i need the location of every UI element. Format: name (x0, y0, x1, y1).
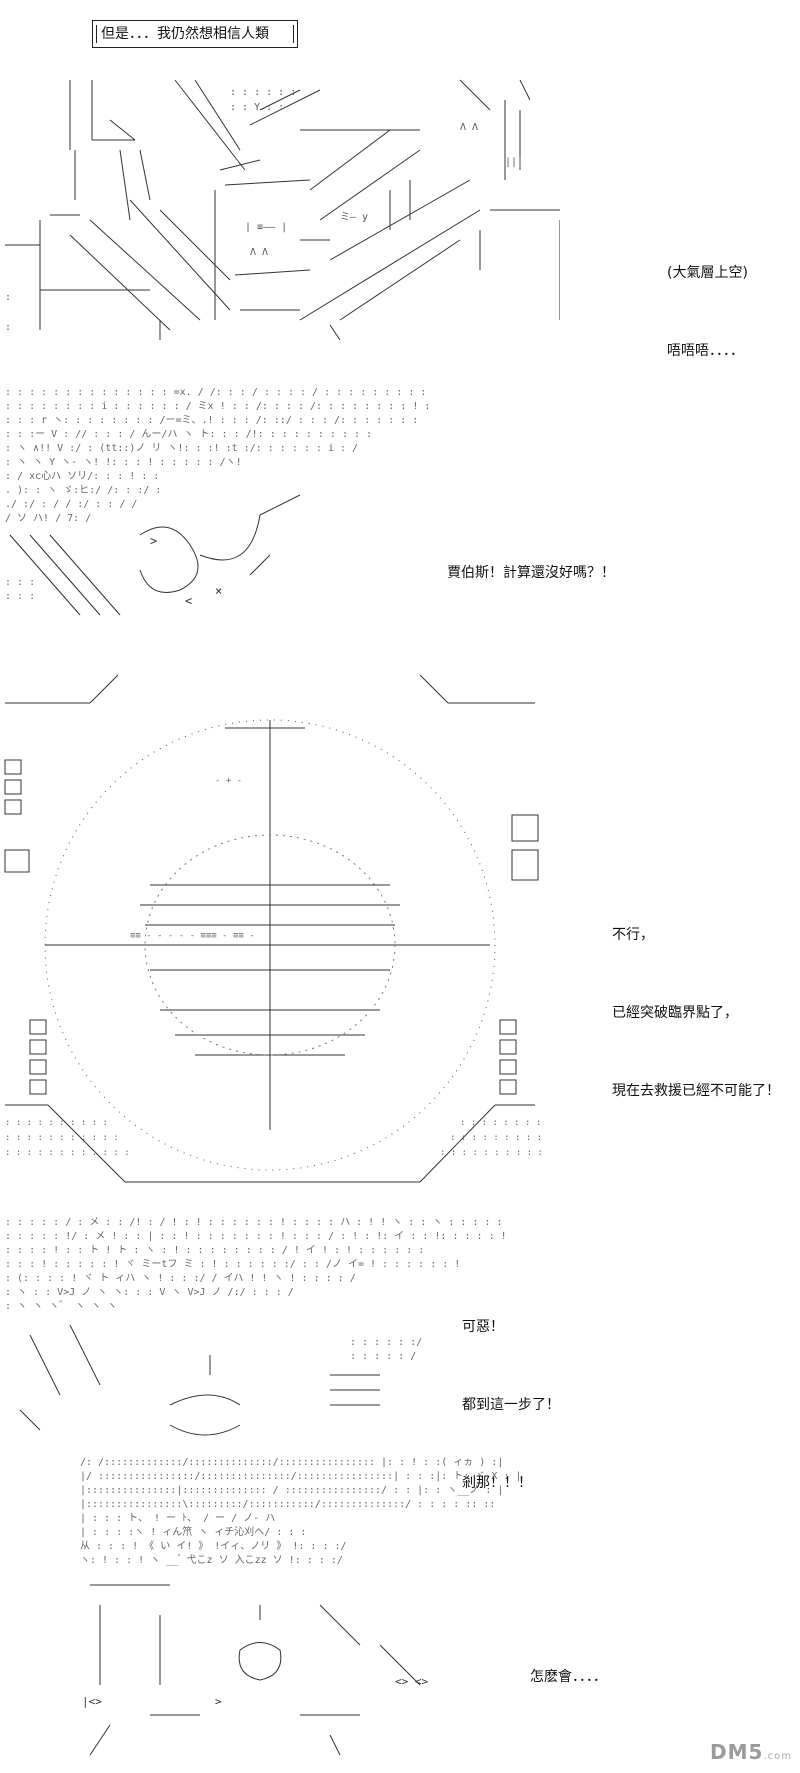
svg-text:| : : : ト、 ! ー ﾄ、 / ー: | : : : ト、 ! ー ﾄ、 / ー / ノ- ハ (80, 1513, 275, 1524)
scope-ascii-art: : : : : : : : : : : : : : : : : : : : : … (4, 674, 543, 1183)
svg-text:|::::::::::::::::\:::::::::/::: |::::::::::::::::\:::::::::/:::::::::::/… (80, 1499, 495, 1510)
dialogue-line: (大氣層上空) (667, 265, 748, 281)
panel-anger-art: : : : : : / : メ : : /! : / ! : ! : : : :… (0, 1215, 560, 1445)
svg-text:Λ Λ: Λ Λ (460, 122, 478, 133)
panel-sky-art: : : : : : : : : Y : : | ≡—— | Λ Λ Λ Λ ||… (0, 70, 560, 340)
svg-text:|||: ||| (505, 157, 523, 168)
svg-text:: : : : : : : : i : : : : : :: : : : : : : : : i : : : : : : / ミx ! : :… (5, 401, 430, 412)
svg-text:/ ソ ハ! / 7:: / ソ ハ! / 7: / (5, 513, 91, 524)
svg-text:: ヽ ヽ Y ヽ- ヽ!: : ヽ ヽ Y ヽ- ヽ! !: : : ! : : : : : /ヽ! (5, 457, 242, 468)
svg-text:/: /:::::::::::::/::::::::::::: /: /:::::::::::::/::::::::::::::/:::::::… (80, 1457, 503, 1468)
svg-text:| : : : :ヽ ! ィん笊 ヽ: | : : : :ヽ ! ィん笊 ヽ ィチ沁刈ヘ/ : : : (80, 1525, 306, 1538)
anger-ascii-art: : : : : : / : メ : : /! : / ! : ! : : : :… (5, 1217, 507, 1436)
dialogue-line: 現在去救援已經不可能了！ (612, 1083, 780, 1099)
shock-ascii-art: /: /:::::::::::::/::::::::::::::/:::::::… (80, 1457, 521, 1756)
dialogue-line: 唔唔唔．．．． (667, 343, 744, 359)
svg-text:: : :ー V : // : : : / んー/ハ ヽ ト: : : :ー V : // : : : / んー/ハ ヽ ト: : : /!: … (5, 428, 372, 440)
svg-text:: ヽ ヽ ヽ゛ ヽ ヽ ヽ: : ヽ ヽ ヽ゛ ヽ ヽ ヽ (5, 1300, 117, 1312)
svg-text:>: > (150, 534, 157, 548)
svg-text:: : : : : : : : : :: : : : : : : : : : : (440, 1148, 543, 1158)
panel-scope-art: : : : : : : : : : : : : : : : : : : : : … (0, 670, 560, 1190)
dialogue-line: 剎那！！！ (462, 1475, 532, 1491)
svg-text:≡≡ - - - - - ≡≡≡ - ≡≡ -: ≡≡ - - - - - ≡≡≡ - ≡≡ - (130, 931, 255, 941)
svg-text:: (: : : : ! ヾ ト ィハ ヽ ! : : :: : (: : : : ! ヾ ト ィハ ヽ ! : : :/ / イハ ! ! … (5, 1273, 356, 1284)
svg-text:>: > (215, 1695, 222, 1708)
sky-ascii-art: : : : : : : : : Y : : | ≡—— | Λ Λ Λ Λ ||… (5, 79, 560, 340)
dialogue-line: 都到這一步了！ (462, 1397, 560, 1413)
svg-text:: : : : : : : :: : : : : : : : : (460, 1118, 541, 1128)
watermark-text: DM5 (710, 1740, 764, 1764)
panel-cry-art: : : : : : : : : : : : : : : =x. / /: : :… (0, 385, 560, 625)
dialogue-line: 可惡！ (462, 1319, 504, 1335)
dialogue-line: 已經突破臨界點了， (612, 1005, 738, 1021)
svg-text:: : : : ! : : ト ! ト : ヽ : !: : : : : ! : : ト ! ト : ヽ : ! : : : : : : … (5, 1245, 424, 1256)
dialogue-line: 賈伯斯！計算還沒好嗎？！ (447, 565, 615, 581)
page-title: 但是．．．我仍然想相信人類 (92, 20, 298, 48)
svg-text:. ): : ヽ ゞ:ヒ:/ /:: . ): : ヽ ゞ:ヒ:/ /: : :/ : (5, 484, 161, 496)
svg-text:<> <>: <> <> (395, 1675, 428, 1688)
svg-text:: / xc心ハ ソリ/: :: : / xc心ハ ソリ/: : : ! : : (5, 470, 159, 482)
dialogue-line: 怎麽會．．．． (530, 1669, 607, 1685)
svg-text:: : : : : / : メ : : /! : / !: : : : : : / : メ : : /! : / ! : ! : : : :… (5, 1217, 503, 1228)
svg-text:: : : ! : : : : : ! ヾ ミーtフ ミ :: : : : ! : : : : : ! ヾ ミーtフ ミ : ! : : : :… (5, 1259, 460, 1270)
svg-text:|:::::::::::::::|:::::::::::::: |:::::::::::::::|:::::::::::::: / ::::::… (80, 1485, 503, 1496)
svg-text:| ≡—— |: | ≡—— | (245, 222, 287, 233)
svg-text:|<>: |<> (82, 1695, 102, 1708)
svg-text:: : : : : /: : : : : : / (350, 1351, 416, 1362)
svg-text:: : : : : : : : : : : : : : =x: : : : : : : : : : : : : : : =x. / /: : :… (5, 387, 426, 398)
dialogue-line: 不行， (612, 927, 654, 943)
svg-text:- + -: - + - (215, 776, 242, 786)
svg-text:: : : : : !/ : メ ! : : | : :: : : : : : !/ : メ ! : : | : : ! : : : : :… (5, 1231, 507, 1242)
svg-text:: : : : : : : : : : :: : : : : : : : : : : : (5, 1133, 119, 1143)
svg-text:Λ Λ: Λ Λ (250, 247, 268, 258)
dialogue-scope: 不行， 已經突破臨界點了， 現在去救援已經不可能了！ (612, 870, 780, 1130)
watermark-suffix: .com (763, 1751, 792, 1762)
svg-text:: : : : : : : : : :: : : : : : : : : : : (5, 1118, 108, 1128)
svg-text:: : : : : : : : : : : :: : : : : : : : : : : : : (5, 1148, 130, 1158)
svg-text:./ :/ : / / :/ :: ./ :/ : / / :/ : : / / (5, 499, 137, 510)
svg-text:: : : r ヽ: : : : : : : : /ー=ミ、: : : : r ヽ: : : : : : : : /ー=ミ、.! : : : /… (5, 415, 418, 426)
dialogue-sky: (大氣層上空) 唔唔唔．．．． (667, 208, 748, 390)
dialogue-shock: 怎麽會．．．． (530, 1612, 607, 1716)
cry-ascii-art: : : : : : : : : : : : : : : =x. / /: : :… (5, 387, 430, 616)
svg-text:: : : : : :/: : : : : : :/ (350, 1337, 422, 1348)
panel-shock-art: /: /:::::::::::::/::::::::::::::/:::::::… (0, 1455, 560, 1765)
svg-text:: ヽ ∧!! V :/ : (tt::)ノ リ ヽ!:: : ヽ ∧!! V :/ : (tt::)ノ リ ヽ!: : :! :t :/:… (5, 443, 358, 454)
svg-text:: ヽ : : V>J ノ ヽ ヽ: : : V: : ヽ : : V>J ノ ヽ ヽ: : : V ヽ V>J ノ /:/ : :… (5, 1287, 294, 1298)
svg-text:<: < (185, 594, 192, 608)
svg-text:|/ ::::::::::::::::/::::::::::: |/ ::::::::::::::::/:::::::::::::::/::::… (80, 1471, 521, 1482)
svg-text:: : :: : : : (5, 577, 35, 588)
svg-text::: : (5, 292, 11, 303)
svg-text:: : : : : : : : :: : : : : : : : : : (450, 1133, 542, 1143)
svg-text:: : : : : :: : : : : : : (230, 87, 296, 98)
svg-text::: : (5, 322, 11, 333)
svg-text:: : Y : :: : : Y : : (230, 102, 284, 113)
svg-text:×: × (215, 584, 222, 598)
svg-text:从 : : : ! 《 い イ! 》 !イ: 从 : : : ! 《 い イ! 》 !イィ、ノリ 》 !: : : :/ (80, 1540, 347, 1552)
svg-text:ヽ: ! : : ! ヽ __ ゙ 弋こz ソ 入こ: ヽ: ! : : ! ヽ __ ゙ 弋こz ソ 入こzz ソ !: : : :/ (80, 1553, 343, 1566)
svg-text:ミ— y: ミ— y (340, 212, 368, 223)
watermark-logo: DM5.com (710, 1740, 792, 1764)
dialogue-cry: 賈伯斯！計算還沒好嗎？！ (447, 508, 615, 612)
dialogue-anger: 可惡！ 都到這一步了！ 剎那！！！ (462, 1262, 560, 1522)
svg-text:: : :: : : : (5, 591, 35, 602)
